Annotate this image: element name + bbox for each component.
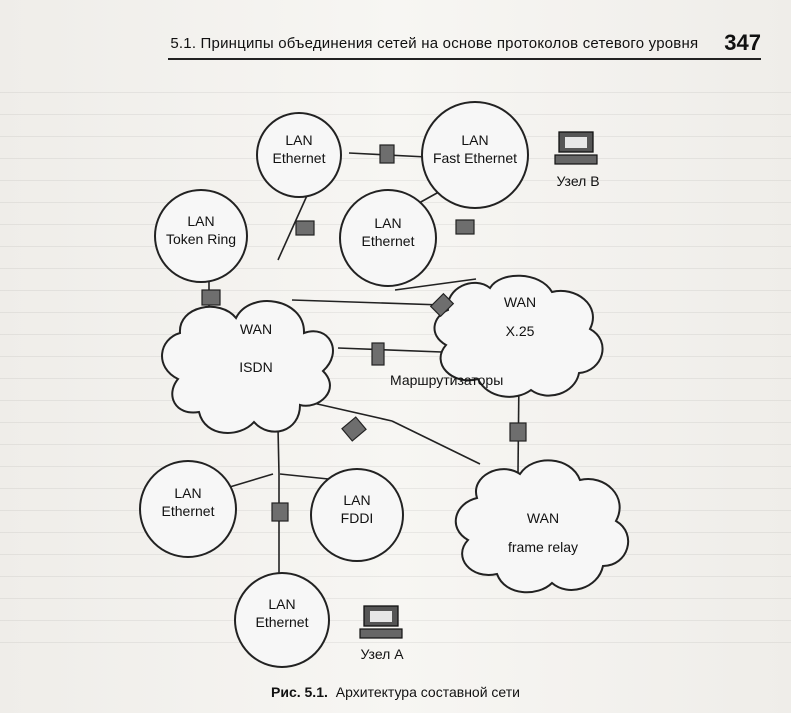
figure-caption-prefix: Рис. 5.1.: [271, 684, 328, 700]
router-token-ring: [201, 289, 221, 306]
host-node-a: Узел А: [359, 605, 404, 662]
isdn-cloud: [161, 300, 334, 434]
network-shapes: [139, 101, 630, 668]
label-lan-ethernet-left-line1: LAN: [174, 485, 201, 501]
router-markers: [201, 144, 527, 522]
label-wan-isdn-line1: WAN: [240, 321, 272, 337]
label-lan-ethernet-middle-line2: Ethernet: [362, 233, 415, 249]
frame-relay-cloud: [454, 459, 630, 594]
label-wan-isdn-line2: ISDN: [239, 359, 272, 375]
label-lan-token-ring-line1: LAN: [187, 213, 214, 229]
label-lan-fddi-line2: FDDI: [341, 510, 374, 526]
label-lan-fast-ethernet-line2: Fast Ethernet: [433, 150, 517, 166]
x25-cloud: [433, 274, 604, 398]
computer-icon: [359, 605, 403, 639]
router-upper-right: [455, 219, 475, 235]
routers-label: Маршрутизаторы: [390, 372, 503, 388]
page-header: 5.1. Принципы объединения сетей на основ…: [168, 28, 761, 60]
network-labels: LAN Ethernet LAN Fast Ethernet LAN Token…: [162, 132, 578, 630]
label-lan-ethernet-left-line2: Ethernet: [162, 503, 215, 519]
host-node-b: Узел В: [554, 131, 600, 189]
router-center: [371, 342, 385, 366]
label-lan-ethernet-middle-line1: LAN: [374, 215, 401, 231]
router-x25-frame-relay: [509, 422, 527, 442]
label-lan-fddi-line1: LAN: [343, 492, 370, 508]
router-isdn-frame-relay: [341, 416, 367, 442]
chapter-title: 5.1. Принципы объединения сетей на основ…: [170, 34, 699, 52]
router-top-center: [379, 144, 395, 164]
label-lan-ethernet-bottom-line1: LAN: [268, 596, 295, 612]
label-lan-ethernet-top-line1: LAN: [285, 132, 312, 148]
router-upper-left: [295, 220, 315, 236]
label-wan-frame-relay-line1: WAN: [527, 510, 559, 526]
label-lan-ethernet-bottom-line2: Ethernet: [256, 614, 309, 630]
label-wan-x25-line1: WAN: [504, 294, 536, 310]
label-lan-token-ring-line2: Token Ring: [166, 231, 236, 247]
label-lan-ethernet-top-line2: Ethernet: [273, 150, 326, 166]
host-label-a: Узел А: [360, 646, 404, 662]
label-lan-fast-ethernet-line1: LAN: [461, 132, 488, 148]
router-bottom-center: [271, 502, 289, 522]
router-x25-link: [429, 292, 455, 318]
label-wan-frame-relay-line2: frame relay: [508, 539, 578, 555]
label-wan-x25-line2: X.25: [506, 323, 535, 339]
figure-caption-text: Архитектура составной сети: [335, 684, 520, 700]
figure-caption: Рис. 5.1. Архитектура составной сети: [0, 684, 791, 700]
page-number: 347: [724, 30, 761, 55]
computer-icon: [554, 131, 598, 165]
host-label-b: Узел В: [556, 173, 599, 189]
